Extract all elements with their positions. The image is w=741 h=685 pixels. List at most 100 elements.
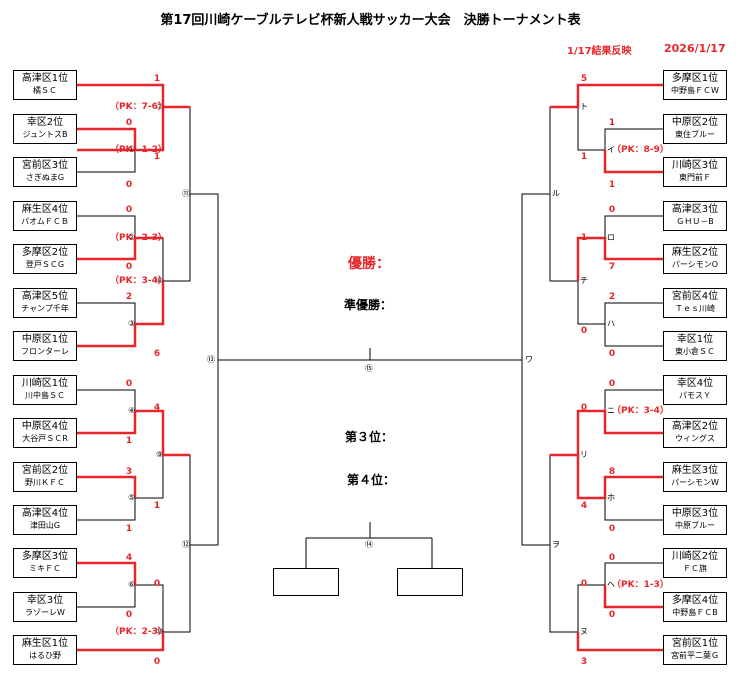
runner-up-label: 準優勝： xyxy=(344,298,393,312)
score: 2 xyxy=(125,292,133,302)
winner-path xyxy=(135,107,165,152)
winner-path xyxy=(77,236,163,261)
team-club: 東住ブルー xyxy=(675,130,715,139)
match-number: ヌ xyxy=(580,627,588,636)
team-club: 宮前平二葉Ｇ xyxy=(671,651,719,660)
score: 0 xyxy=(125,180,133,190)
left-team-box: 多摩区2位登戸ＳＣG xyxy=(13,244,77,274)
score: 1 xyxy=(608,118,616,128)
winner-path xyxy=(603,150,663,174)
winner-path xyxy=(77,475,137,498)
match-number: ⑥ xyxy=(128,580,136,589)
score: 0 xyxy=(125,205,133,215)
team-seed: 幸区4位 xyxy=(676,378,714,389)
score: 0 xyxy=(608,610,616,620)
team-club: チャンプ千年 xyxy=(21,304,69,313)
score: 5 xyxy=(580,74,588,84)
team-seed: 麻生区1位 xyxy=(21,638,69,649)
match-line xyxy=(577,84,663,151)
match-line xyxy=(77,584,164,651)
match-number: ⑨ xyxy=(156,450,164,459)
right-team-box: 幸区1位東小倉ＳＣ xyxy=(663,331,727,361)
match-number: ワ xyxy=(525,355,533,364)
score: 3 xyxy=(580,657,588,667)
team-seed: 中原区1位 xyxy=(21,334,69,345)
match-number: ⑭ xyxy=(365,540,373,549)
team-club: 東門前Ｆ xyxy=(679,173,711,182)
match-number: ニ xyxy=(607,406,615,415)
winner-path xyxy=(576,236,663,281)
score: 0 xyxy=(125,118,133,128)
winner-path xyxy=(77,409,190,457)
match-number: ⑧ xyxy=(156,276,164,285)
team-seed: 宮前区3位 xyxy=(21,160,69,171)
left-team-box: 宮前区2位野川ＫＦＣ xyxy=(13,462,77,492)
team-seed: 高津区4位 xyxy=(21,508,69,519)
team-seed: 川崎区2位 xyxy=(671,551,719,562)
team-club: 東小倉ＳＣ xyxy=(675,347,715,356)
match-line xyxy=(77,476,136,521)
left-team-box: 高津区1位橘ＳＣ xyxy=(13,70,77,100)
score: 0 xyxy=(580,403,588,413)
team-seed: 宮前区1位 xyxy=(671,638,719,649)
score: 0 xyxy=(608,553,616,563)
pk-note: （PK：3-4） xyxy=(110,276,167,286)
match-line xyxy=(77,84,164,151)
pk-note: （PK：1-3） xyxy=(612,580,669,590)
match-number: イ xyxy=(607,145,615,154)
match-line xyxy=(521,193,550,546)
score: 0 xyxy=(580,579,588,589)
match-number: ④ xyxy=(128,406,136,415)
match-number: ⑫ xyxy=(182,540,190,549)
team-club: 大谷戸ＳＣR xyxy=(22,434,68,443)
team-seed: 幸区2位 xyxy=(26,117,64,128)
team-seed: 宮前区2位 xyxy=(21,465,69,476)
third-place-label: 第３位： xyxy=(345,430,394,444)
team-club: パモスＹ xyxy=(679,391,711,400)
team-club: ミキＦＣ xyxy=(29,564,61,573)
team-club: 津田山G xyxy=(29,521,61,530)
score: 1 xyxy=(125,436,133,446)
team-club: ウィングス xyxy=(675,434,715,443)
team-club: ラゾーレW xyxy=(25,608,65,617)
winner-path xyxy=(603,585,663,609)
match-number: リ xyxy=(580,450,588,459)
team-seed: 麻生区2位 xyxy=(671,247,719,258)
score: 0 xyxy=(580,326,588,336)
page-title: 第17回川崎ケーブルテレビ杯新人戦サッカー大会 決勝トーナメント表 xyxy=(160,13,581,28)
left-team-box: 麻生区1位はるひ野 xyxy=(13,635,77,665)
winner-path xyxy=(77,561,137,585)
team-club: パーシモンW xyxy=(671,478,719,487)
score: 1 xyxy=(608,180,616,190)
bracket-lines-winner xyxy=(77,83,663,652)
match-line xyxy=(77,389,136,434)
match-number: ⑤ xyxy=(128,493,136,502)
team-club: フロンターレ xyxy=(21,347,69,356)
match-line xyxy=(77,302,136,347)
team-seed: 川崎区3位 xyxy=(671,160,719,171)
pk-note: （PK：2-3） xyxy=(110,233,167,243)
left-team-box: 中原区4位大谷戸ＳＣR xyxy=(13,418,77,448)
right-team-box: 中原区2位東住ブルー xyxy=(663,114,727,144)
right-team-box: 麻生区3位パーシモンW xyxy=(663,462,727,492)
winner-path xyxy=(77,83,190,109)
team-seed: 幸区3位 xyxy=(26,595,64,606)
score: 6 xyxy=(153,349,161,359)
left-team-box: 高津区5位チャンプ千年 xyxy=(13,288,77,318)
right-team-box: 宮前区1位宮前平二葉Ｇ xyxy=(663,635,727,665)
champion-label: 優勝： xyxy=(348,256,390,272)
team-seed: 高津区5位 xyxy=(21,291,69,302)
score: 8 xyxy=(608,467,616,477)
score: 1 xyxy=(580,233,588,243)
team-seed: 中原区2位 xyxy=(671,117,719,128)
team-club: 中野島ＦＣB xyxy=(672,608,718,617)
team-club: 登戸ＳＣG xyxy=(25,260,65,269)
team-seed: 麻生区4位 xyxy=(21,204,69,215)
left-team-box: 中原区1位フロンターレ xyxy=(13,331,77,361)
score: 4 xyxy=(580,501,588,511)
team-seed: 高津区3位 xyxy=(671,204,719,215)
update-note: 1/17結果反映 xyxy=(567,46,632,57)
